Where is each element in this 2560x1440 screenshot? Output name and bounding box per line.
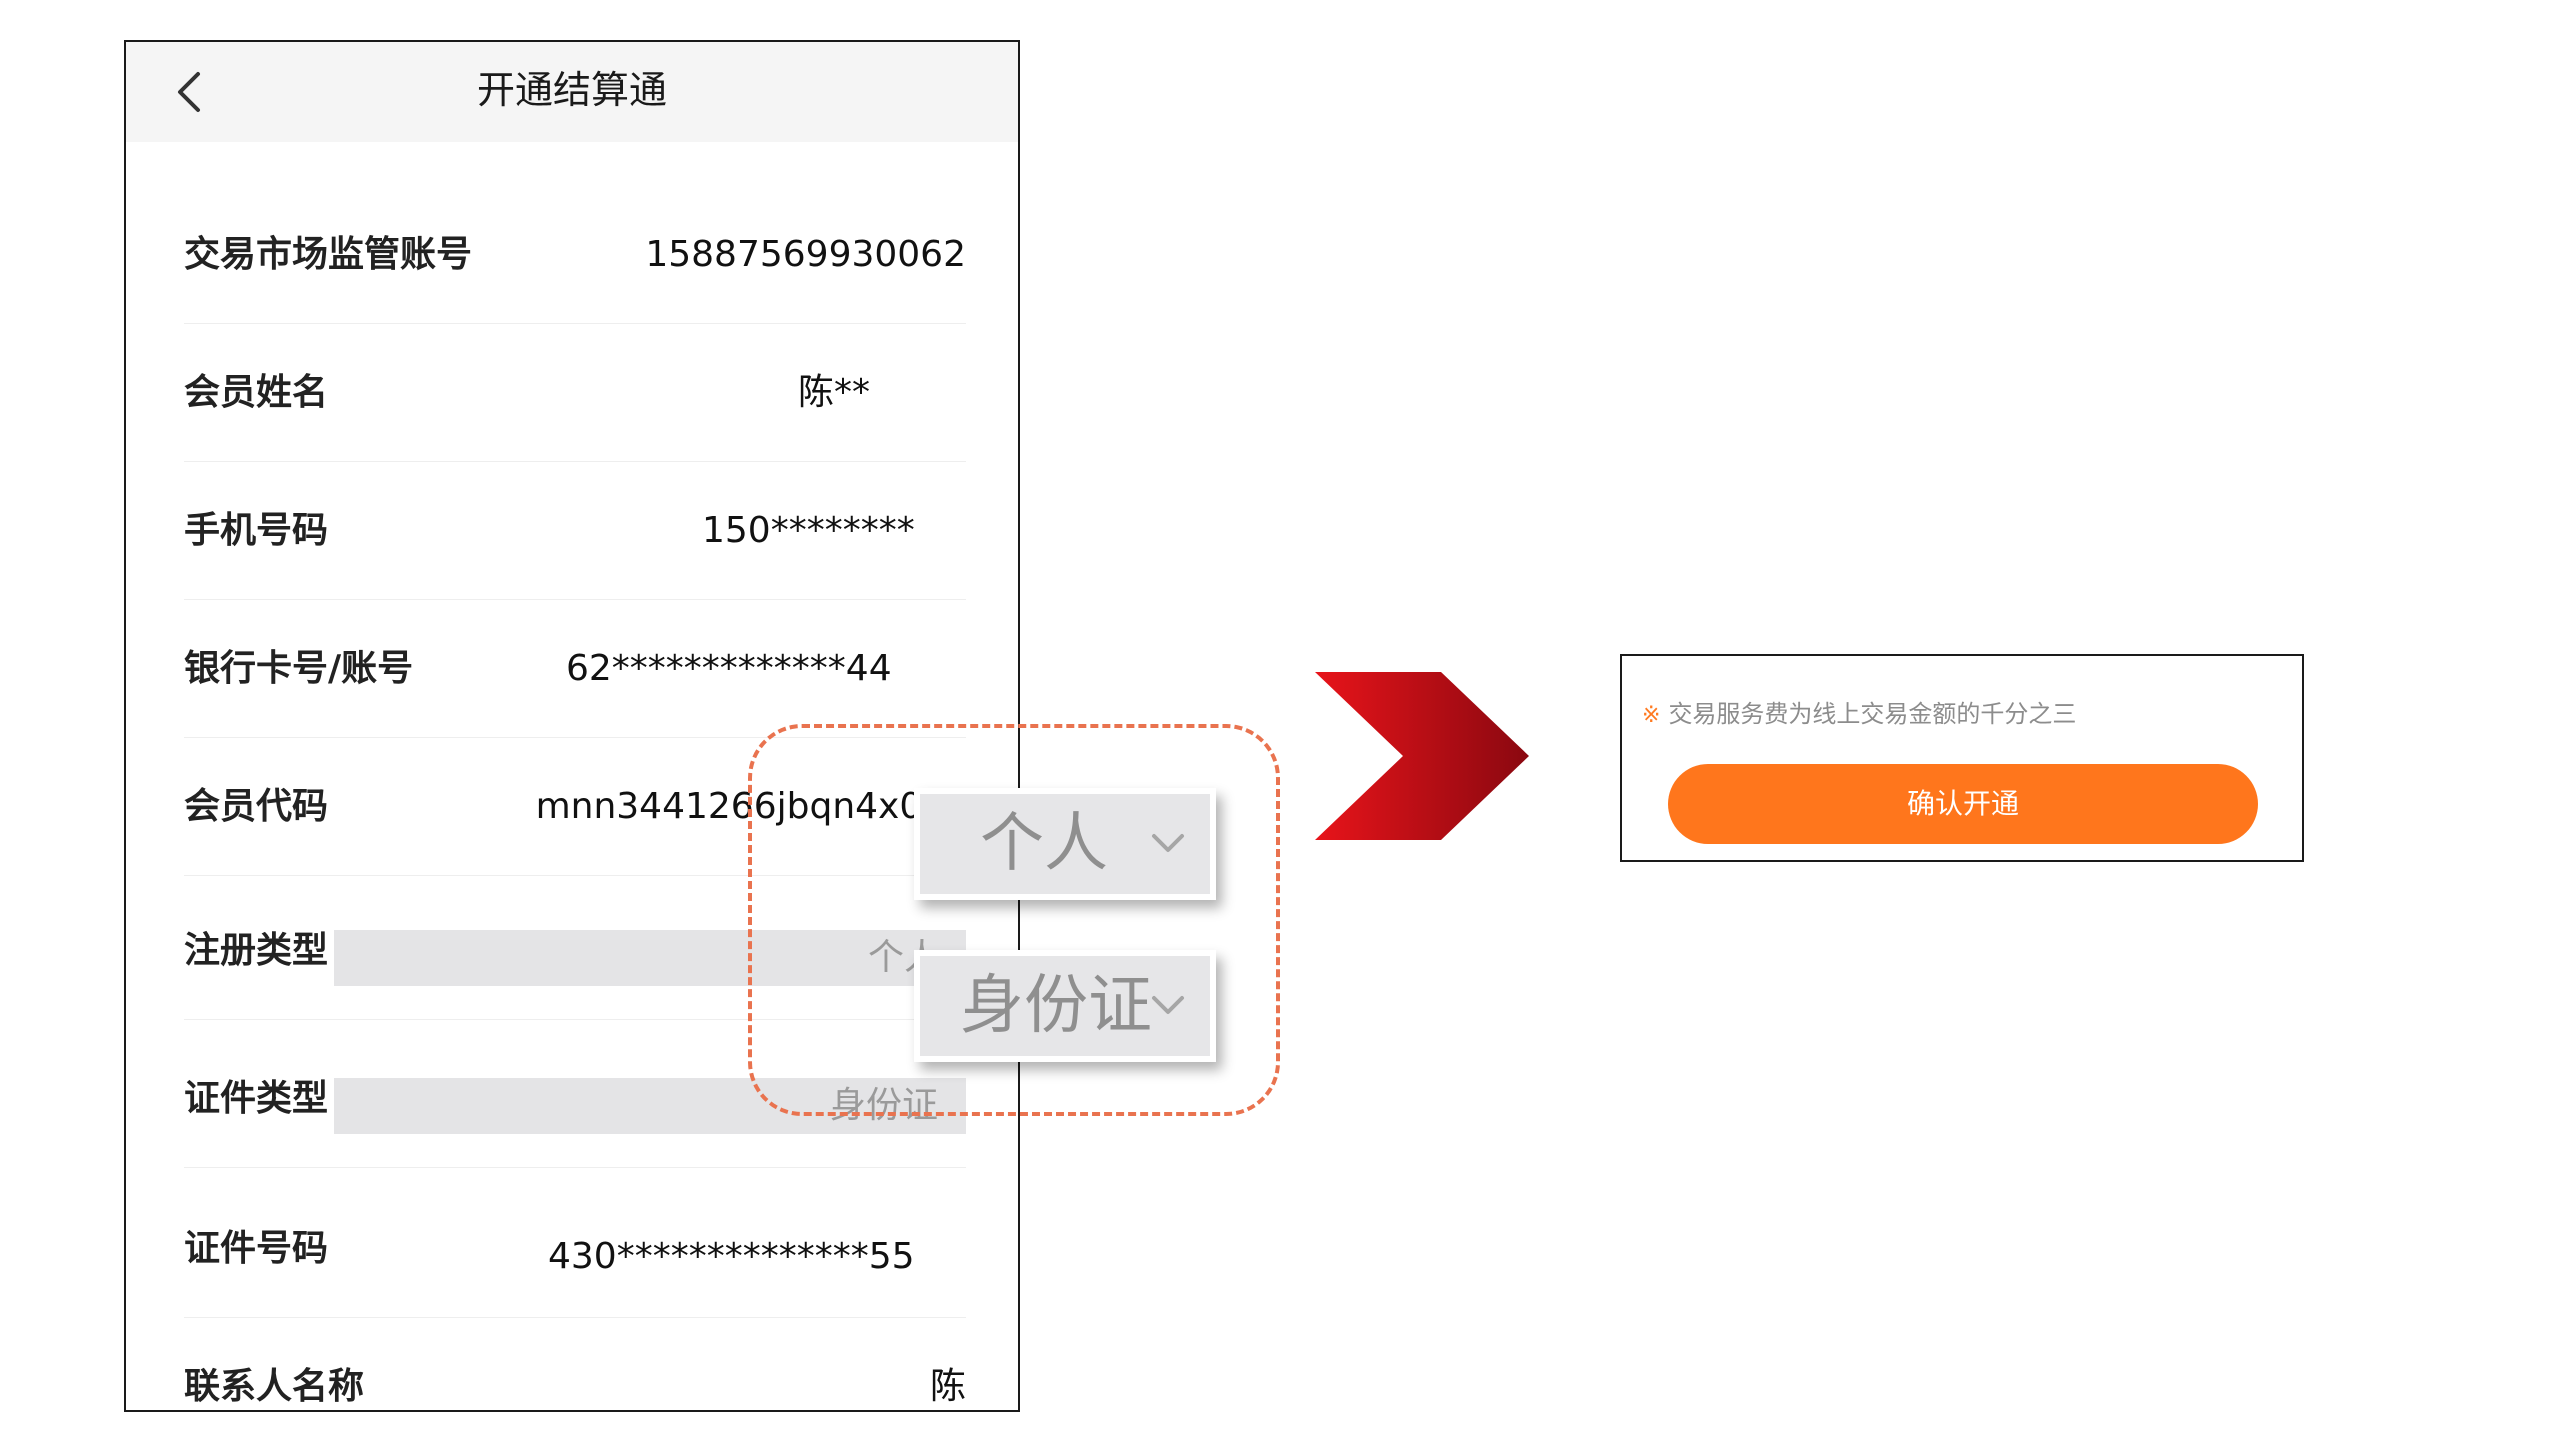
- row-value: 15887569930062: [645, 234, 966, 275]
- row-label: 手机号码: [184, 510, 329, 551]
- row-label: 银行卡号/账号: [184, 648, 414, 689]
- form-row-registration-type: 注册类型 个人: [184, 882, 966, 1020]
- nav-bar: 开通结算通: [126, 42, 1018, 142]
- notice-text: 交易服务费为线上交易金额的千分之三: [1668, 700, 2077, 728]
- row-label: 会员代码: [184, 786, 329, 827]
- row-label: 注册类型: [184, 930, 329, 971]
- form-row-id-number: 证件号码 430**************55: [184, 1180, 966, 1318]
- id-type-select[interactable]: [334, 1078, 966, 1134]
- row-value: 陈**: [798, 372, 871, 413]
- row-label: 会员姓名: [184, 372, 329, 413]
- service-fee-notice: ※ 交易服务费为线上交易金额的千分之三: [1642, 696, 2076, 732]
- confirm-panel: ※ 交易服务费为线上交易金额的千分之三 确认开通: [1620, 654, 2304, 862]
- row-label: 证件类型: [184, 1078, 329, 1119]
- phone-screen: 开通结算通 交易市场监管账号 15887569930062 会员姓名 陈** 手…: [124, 40, 1020, 1412]
- form-row-bank-card: 银行卡号/账号 62*************44: [184, 600, 966, 738]
- form-row-phone-number: 手机号码 150********: [184, 462, 966, 600]
- registration-type-select[interactable]: [334, 930, 966, 986]
- page-title: 开通结算通: [476, 68, 667, 112]
- row-label: 证件号码: [184, 1228, 329, 1269]
- row-value: 陈: [929, 1366, 966, 1407]
- chevron-down-icon: [1152, 834, 1184, 852]
- zoom-chip-text: 个人: [980, 807, 1108, 881]
- id-type-value: 身份证: [830, 1085, 939, 1126]
- chevron-down-icon: [1152, 996, 1184, 1014]
- back-button[interactable]: [162, 64, 218, 120]
- notice-marker: ※: [1642, 703, 1661, 728]
- form-row-member-code: 会员代码 mnn3441266jbqn4x09k: [184, 738, 966, 876]
- next-step-arrow: [1315, 672, 1529, 840]
- row-value: 430**************55: [548, 1236, 915, 1277]
- row-value: 150********: [702, 510, 915, 551]
- chevron-left-icon: [178, 72, 200, 112]
- form-row-member-name: 会员姓名 陈**: [184, 324, 966, 462]
- row-value: 62*************44: [566, 648, 892, 689]
- row-label: 交易市场监管账号: [184, 234, 473, 275]
- row-label: 联系人名称: [184, 1366, 365, 1407]
- zoom-chip-registration: 个人: [914, 788, 1216, 900]
- form-row-contact-name: 联系人名称 陈: [184, 1318, 966, 1410]
- confirm-open-button[interactable]: 确认开通: [1668, 764, 2258, 844]
- row-value: mnn3441266jbqn4x09k: [535, 786, 966, 827]
- zoom-chip-text: 身份证: [960, 969, 1152, 1043]
- form-row-id-type: 证件类型 身份证: [184, 1030, 966, 1168]
- zoom-chip-id-type: 身份证: [914, 950, 1216, 1062]
- form-row-supervision-account: 交易市场监管账号 15887569930062: [184, 186, 966, 324]
- chevron-right-arrow-icon: [1315, 672, 1529, 840]
